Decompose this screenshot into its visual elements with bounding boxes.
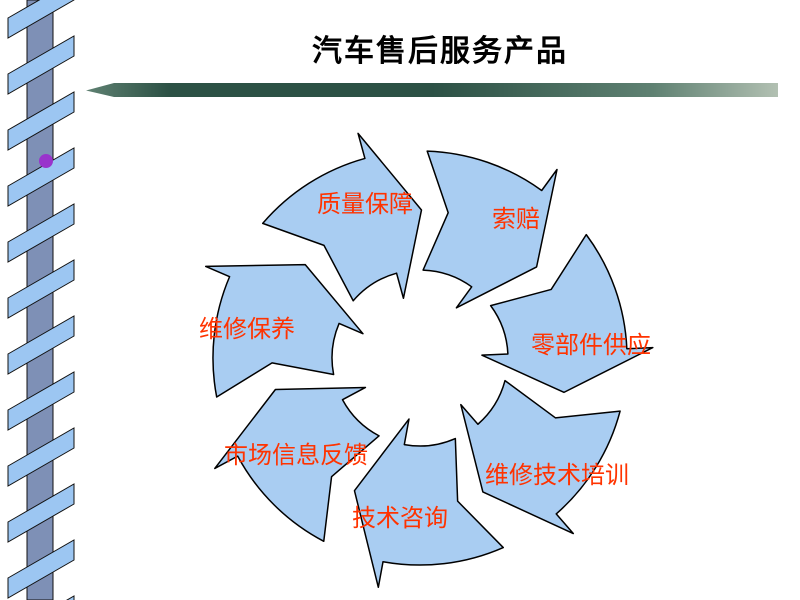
cycle-arrow — [460, 379, 621, 535]
label-parts-supply: 零部件供应 — [531, 332, 651, 359]
cycle-arrow — [481, 233, 654, 394]
label-maintenance: 维修保养 — [199, 316, 295, 343]
cycle-arrow — [204, 263, 364, 398]
label-quality-assurance: 质量保障 — [317, 191, 413, 218]
cycle-arrow — [353, 418, 505, 589]
title-divider-bar — [86, 83, 778, 97]
label-tech-consulting: 技术咨询 — [352, 505, 448, 532]
label-repair-training: 维修技术培训 — [485, 462, 629, 489]
label-market-feedback: 市场信息反馈 — [224, 442, 368, 469]
cycle-labels: 质量保障 索赔 零部件供应 维修技术培训 技术咨询 市场信息反馈 维修保养 — [199, 191, 651, 532]
label-claims: 索赔 — [492, 206, 540, 233]
ribbon-decoration — [7, 0, 75, 600]
cycle-arrows — [204, 132, 654, 589]
slide-title: 汽车售后服务产品 — [312, 35, 568, 68]
cycle-arrow — [422, 150, 558, 309]
cycle-arrow — [214, 386, 380, 543]
ribbon-dot — [39, 154, 53, 168]
cycle-arrow — [261, 132, 423, 302]
